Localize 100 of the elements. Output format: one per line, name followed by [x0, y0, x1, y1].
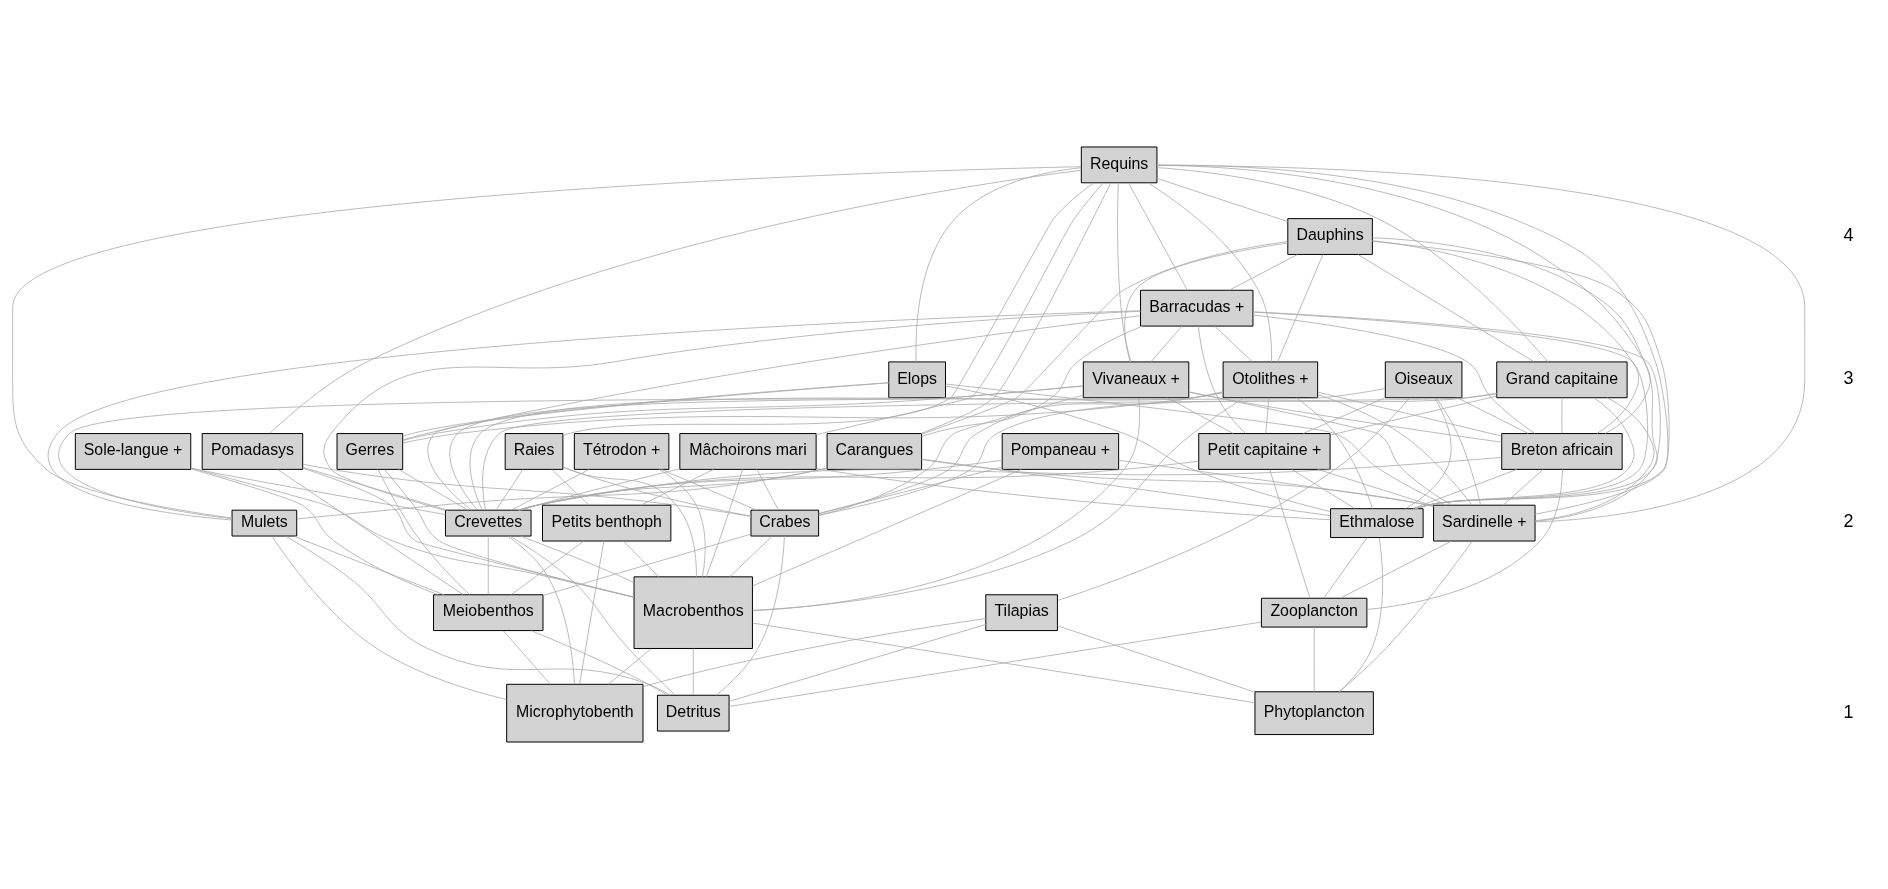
node-box: Meiobenthos: [433, 594, 544, 632]
connector: [1167, 397, 1234, 434]
node-box: Grand capitaine: [1496, 361, 1628, 399]
connector: [562, 182, 1094, 436]
connector: [1339, 540, 1452, 599]
connector: [520, 535, 635, 583]
connector: [1339, 537, 1384, 693]
connector: [815, 182, 1104, 436]
connector: [1124, 242, 1289, 363]
connector: [469, 392, 1224, 511]
node-box: Petit capitaine +: [1198, 433, 1331, 470]
connector: [818, 466, 1003, 514]
connector: [562, 466, 697, 578]
connector: [48, 310, 1141, 521]
connector: [1313, 626, 1315, 693]
connector: [1147, 182, 1272, 363]
connector: [921, 325, 1143, 437]
connector: [296, 467, 828, 520]
connector: [1535, 397, 1655, 522]
connector: [1156, 164, 1669, 510]
node-box: Ethmalose: [1330, 508, 1424, 539]
connector: [1117, 182, 1132, 363]
connector: [661, 469, 758, 511]
connector: [1295, 397, 1373, 509]
connector: [323, 310, 1141, 511]
connector: [190, 468, 439, 596]
node-box: Crabes: [750, 509, 820, 537]
connector: [302, 463, 752, 517]
node-box: Pompaneau +: [1001, 433, 1120, 470]
node-box: Breton africain: [1501, 433, 1623, 470]
node-box: Dauphins: [1287, 218, 1373, 255]
connector: [495, 469, 524, 511]
node-box: Mulets: [231, 509, 298, 537]
connector: [729, 535, 773, 578]
connector: [1188, 391, 1453, 506]
connector: [640, 469, 714, 506]
connector: [449, 385, 1084, 511]
connector: [302, 467, 635, 598]
connector: [58, 388, 1386, 520]
connector: [1156, 164, 1651, 434]
connector: [519, 467, 828, 511]
connector: [623, 540, 660, 578]
label: 2: [1843, 511, 1854, 532]
connector: [818, 392, 1498, 516]
node-box: Carangues: [826, 433, 923, 470]
connector: [716, 535, 785, 696]
node-box: Petits benthoph: [542, 504, 672, 542]
node-box: Raies: [504, 433, 564, 470]
node-box: Pomadasys: [201, 433, 304, 470]
connector: [1057, 625, 1255, 693]
connector: [1412, 469, 1518, 509]
connector: [1317, 391, 1502, 437]
node-box: Crevettes: [445, 509, 532, 537]
connector: [277, 469, 464, 596]
connector: [521, 468, 681, 511]
connector: [190, 467, 635, 598]
connector: [398, 469, 469, 511]
connector: [706, 469, 743, 577]
connector: [1156, 178, 1289, 222]
connector: [756, 469, 779, 511]
connector: [377, 469, 471, 596]
connector: [293, 535, 445, 596]
connector: [818, 394, 1084, 516]
node-box: Requins: [1080, 146, 1158, 184]
connector: [920, 182, 1112, 434]
connector: [1291, 469, 1356, 509]
connector: [384, 469, 635, 598]
connector: [551, 469, 590, 506]
connector: [1156, 165, 1806, 523]
node-box: Otolithes +: [1222, 361, 1319, 399]
connector: [816, 468, 1331, 521]
connector: [482, 393, 1497, 511]
connector: [511, 540, 584, 595]
connector: [487, 535, 489, 595]
node-box: Elops: [888, 361, 946, 399]
label: 4: [1843, 224, 1854, 245]
connector: [402, 315, 1141, 441]
node-box: Detritus: [656, 694, 730, 732]
connector: [1317, 394, 1473, 506]
label: 1: [1843, 701, 1854, 722]
connector: [1197, 325, 1246, 434]
connector: [1277, 254, 1324, 363]
connector: [530, 630, 668, 696]
connector: [921, 459, 1434, 507]
connector: [1405, 397, 1452, 509]
connector: [608, 648, 652, 685]
connector: [1252, 314, 1536, 434]
connector: [1503, 469, 1544, 506]
connector: [1128, 182, 1188, 291]
connector: [1436, 397, 1481, 506]
connector: [507, 535, 575, 685]
connector: [921, 458, 1331, 517]
connector: [658, 469, 706, 578]
node-box: Gerres: [336, 433, 404, 470]
connector: [1330, 395, 1497, 436]
connector: [1269, 469, 1311, 599]
node-box: Microphytobenth: [506, 683, 644, 743]
connector: [1228, 254, 1298, 291]
connector: [1156, 167, 1549, 363]
connector: [728, 624, 987, 702]
